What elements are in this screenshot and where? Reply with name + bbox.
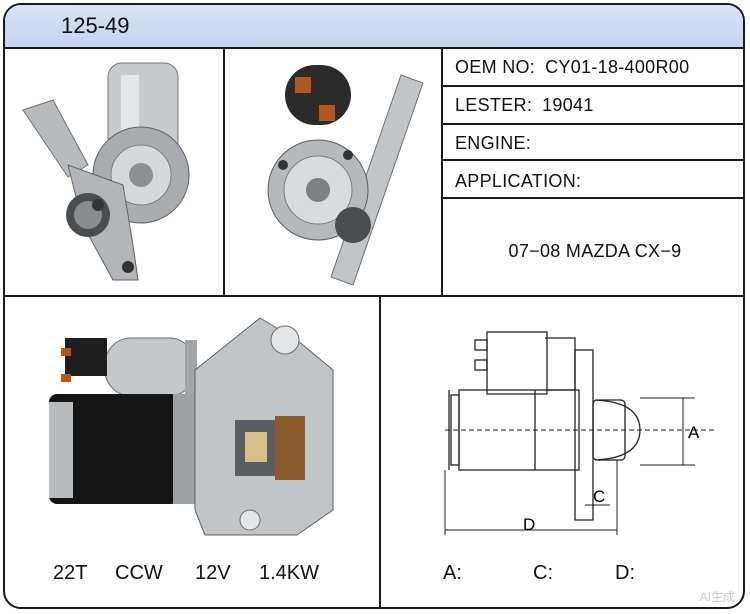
divider [379,295,381,607]
lester-value: 19041 [542,95,594,115]
application-value: 07−08 MAZDA CX−9 [508,241,682,261]
engine-row: ENGINE: [455,133,541,154]
divider [5,295,743,297]
divider [223,47,225,295]
rotation: CCW [115,562,163,584]
part-number-title: 125-49 [61,13,130,38]
starter-main-image [49,317,334,536]
divider [441,85,743,87]
dimension-d-mark: D [523,515,535,534]
application-label: APPLICATION: [455,171,582,191]
divider [441,197,743,199]
dimension-a-label: A: [443,562,462,584]
oem-label: OEM NO: [455,57,536,77]
oem-row: OEM NO: CY01-18-400R00 [455,57,689,78]
teeth-count: 22T [53,562,88,584]
dimension-c-mark: C [593,487,605,506]
power: 1.4KW [259,562,320,584]
dimension-a-mark: A [688,423,700,442]
voltage: 12V [195,562,231,584]
divider [441,123,743,125]
starter-front-view-image [267,65,424,286]
dimension-d-label: D: [615,562,635,584]
divider [441,47,443,295]
lester-label: LESTER: [455,95,533,115]
dimension-c-label: C: [533,562,553,584]
header-bar: 125-49 [5,5,743,49]
watermark: AI生成 [699,590,735,604]
technical-drawing: A C D [444,331,715,535]
product-card: 125-49 OEM NO: CY01-18-400R00 LESTER: 1904… [3,3,745,609]
oem-value: CY01-18-400R00 [545,57,690,77]
lester-row: LESTER: 19041 [455,95,594,116]
engine-label: ENGINE: [455,133,532,153]
divider [441,159,743,161]
application-row: APPLICATION: [455,171,591,192]
starter-side-view-image [22,62,190,281]
